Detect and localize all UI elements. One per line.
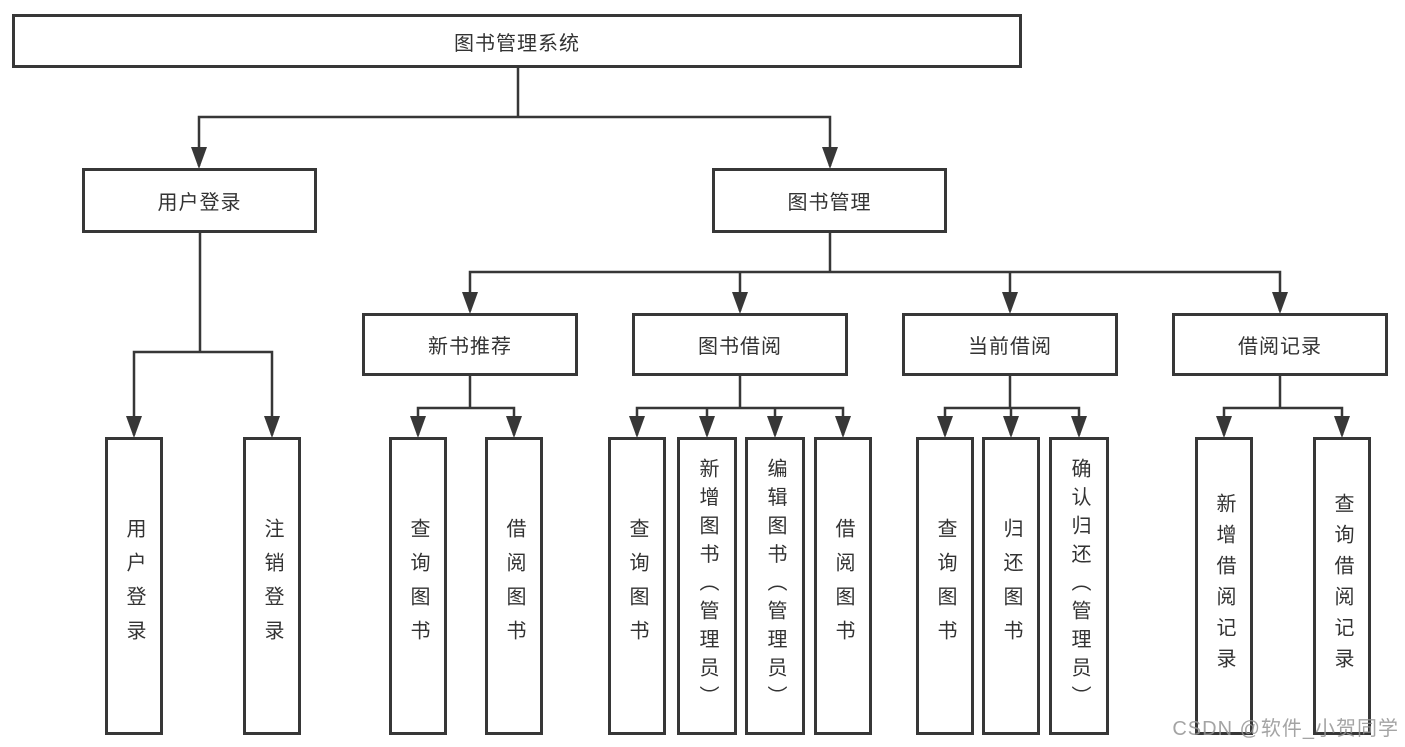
- leaf-query-books-borrow: 查询图书: [608, 437, 666, 735]
- node-book-borrow-label: 图书借阅: [698, 336, 782, 358]
- leaf-query-books-recommend-label: 查询图书: [407, 518, 429, 654]
- leaf-edit-books-admin: 编辑图书（管理员）: [745, 437, 805, 735]
- leaf-query-books-recommend: 查询图书: [389, 437, 447, 735]
- leaf-query-borrow-record: 查询借阅记录: [1313, 437, 1371, 735]
- leaf-borrow-books-recommend: 借阅图书: [485, 437, 543, 735]
- leaf-borrow-books-borrow-label: 借阅图书: [832, 518, 854, 654]
- leaf-logout-label: 注销登录: [261, 518, 283, 654]
- leaf-query-borrow-record-label: 查询借阅记录: [1331, 493, 1353, 679]
- node-borrow-record: 借阅记录: [1172, 313, 1388, 376]
- leaf-add-books-admin: 新增图书（管理员）: [677, 437, 737, 735]
- leaf-add-borrow-record: 新增借阅记录: [1195, 437, 1253, 735]
- leaf-user-login-label: 用户登录: [123, 518, 145, 654]
- leaf-borrow-books-borrow: 借阅图书: [814, 437, 872, 735]
- node-book-management: 图书管理: [712, 168, 947, 233]
- arrowheads: [126, 147, 1350, 438]
- node-system-root: 图书管理系统: [12, 14, 1022, 68]
- node-system-root-label: 图书管理系统: [454, 32, 580, 55]
- leaf-return-books-label: 归还图书: [1000, 518, 1022, 654]
- node-current-borrow-label: 当前借阅: [968, 336, 1052, 358]
- connector-record-to-leaves: [1222, 376, 1344, 435]
- leaf-return-books: 归还图书: [982, 437, 1040, 735]
- leaf-query-books-borrow-label: 查询图书: [626, 518, 648, 654]
- connector-borrow-to-leaves: [635, 376, 845, 435]
- csdn-watermark: CSDN @软件_小贺同学: [1172, 718, 1399, 740]
- leaf-query-books-current-label: 查询图书: [934, 518, 956, 654]
- node-book-borrow: 图书借阅: [632, 313, 848, 376]
- leaf-confirm-return-admin-label: 确认归还（管理员）: [1068, 458, 1090, 714]
- node-user-login: 用户登录: [82, 168, 317, 233]
- node-new-book-recommend: 新书推荐: [362, 313, 578, 376]
- node-user-login-label: 用户登录: [157, 192, 242, 214]
- node-borrow-record-label: 借阅记录: [1238, 336, 1322, 358]
- connector-login-to-leaves: [132, 233, 274, 435]
- leaf-add-borrow-record-label: 新增借阅记录: [1213, 493, 1235, 679]
- connector-mgmt-to-level3: [468, 233, 1282, 311]
- leaf-logout: 注销登录: [243, 437, 301, 735]
- leaf-edit-books-admin-label: 编辑图书（管理员）: [764, 458, 786, 714]
- node-book-management-label: 图书管理: [787, 192, 872, 214]
- leaf-add-books-admin-label: 新增图书（管理员）: [696, 458, 718, 714]
- leaf-user-login: 用户登录: [105, 437, 163, 735]
- node-new-book-recommend-label: 新书推荐: [428, 336, 512, 358]
- leaf-query-books-current: 查询图书: [916, 437, 974, 735]
- node-current-borrow: 当前借阅: [902, 313, 1118, 376]
- connector-root-to-level2: [197, 68, 832, 166]
- leaf-confirm-return-admin: 确认归还（管理员）: [1049, 437, 1109, 735]
- connector-rec-to-leaves: [416, 376, 516, 435]
- leaf-borrow-books-recommend-label: 借阅图书: [503, 518, 525, 654]
